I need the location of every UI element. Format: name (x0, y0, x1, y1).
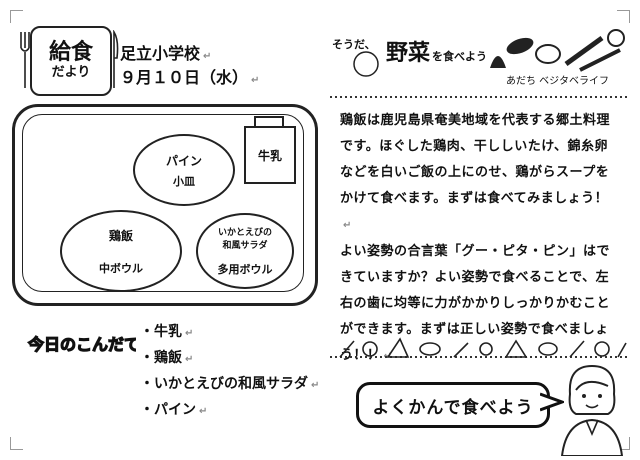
plate-kozara: パイン 小皿 (133, 134, 235, 206)
speech-bubble-tail (540, 392, 564, 412)
plate-tayou-bowl: いかとえびの 和風サラダ 多用ボウル (196, 213, 294, 289)
svg-text:を食べよう: を食べよう (432, 49, 487, 63)
menu-item: ・鶏飯↵ (140, 350, 194, 366)
vegetable-strip (330, 337, 630, 358)
menu-item: ・牛乳↵ (140, 324, 194, 340)
badge-line1: 給食 (48, 40, 93, 65)
article-paragraph-2: よい姿勢の合言葉「グー・ピタ・ピン」はできていますか？よい姿勢で食べることで、左… (340, 244, 611, 363)
knife-icon (113, 30, 119, 88)
milk-carton: 牛乳 (244, 126, 296, 184)
crop-mark-bottom-right (617, 437, 630, 450)
tayou-food-line1: いかとえびの (217, 228, 272, 238)
kozara-dish-label: 小皿 (173, 174, 195, 188)
speech-bubble: よくかんで食べよう (356, 382, 550, 428)
chu-bowl-food: 鶏飯 (108, 228, 133, 243)
tayou-food-line2: 和風サラダ (222, 241, 268, 251)
dot-divider (330, 96, 630, 98)
school-name: 足立小学校↵ (120, 44, 212, 63)
svg-text:そうだ、: そうだ、 (332, 38, 376, 51)
menu-list: ・牛乳↵ ・鶏飯↵ ・いかとえびの和風サラダ↵ ・パイン↵ (140, 320, 319, 424)
crop-mark-top-left (10, 10, 23, 23)
speech-bubble-text: よくかんで食べよう (372, 397, 534, 418)
svg-text:あだち ベジタベライフ: あだち ベジタベライフ (506, 75, 609, 87)
teacher-illustration (560, 364, 624, 456)
article-paragraph-1: 鶏飯は鹿児島県奄美地域を代表する郷土料理です。ほぐした鶏肉、干ししいたけ、錦糸卵… (340, 113, 611, 231)
menu-item: ・パイン↵ (140, 402, 208, 418)
kyushoku-dayori-badge: 給食 だより (30, 26, 112, 96)
chu-bowl-dish-label: 中ボウル (99, 261, 143, 275)
plate-chu-bowl: 鶏飯 中ボウル (60, 210, 182, 292)
crop-mark-bottom-left (10, 437, 23, 450)
svg-text:野菜: 野菜 (386, 41, 430, 66)
crop-mark-top-right (617, 10, 630, 23)
milk-carton-top (254, 116, 284, 128)
article-body: 鶏飯は鹿児島県奄美地域を代表する郷土料理です。ほぐした鶏肉、干ししいたけ、錦糸卵… (340, 108, 620, 370)
tayou-bowl-dish-label: 多用ボウル (217, 263, 273, 276)
badge-line2: だより (51, 65, 91, 80)
issue-date: ９月１０日（水）↵ (120, 68, 260, 87)
kozara-food: パイン (165, 153, 202, 168)
kondate-title-text: 今日のこんだて (27, 335, 136, 354)
fork-icon (20, 32, 30, 88)
vegetable-banner: そうだ、 野菜 を食べよう あだち ベジタベライフ (332, 29, 625, 87)
lunch-tray-inner (22, 114, 304, 292)
kondate-title: 今日のこんだて (26, 334, 136, 354)
menu-item: ・いかとえびの和風サラダ↵ (140, 376, 320, 392)
